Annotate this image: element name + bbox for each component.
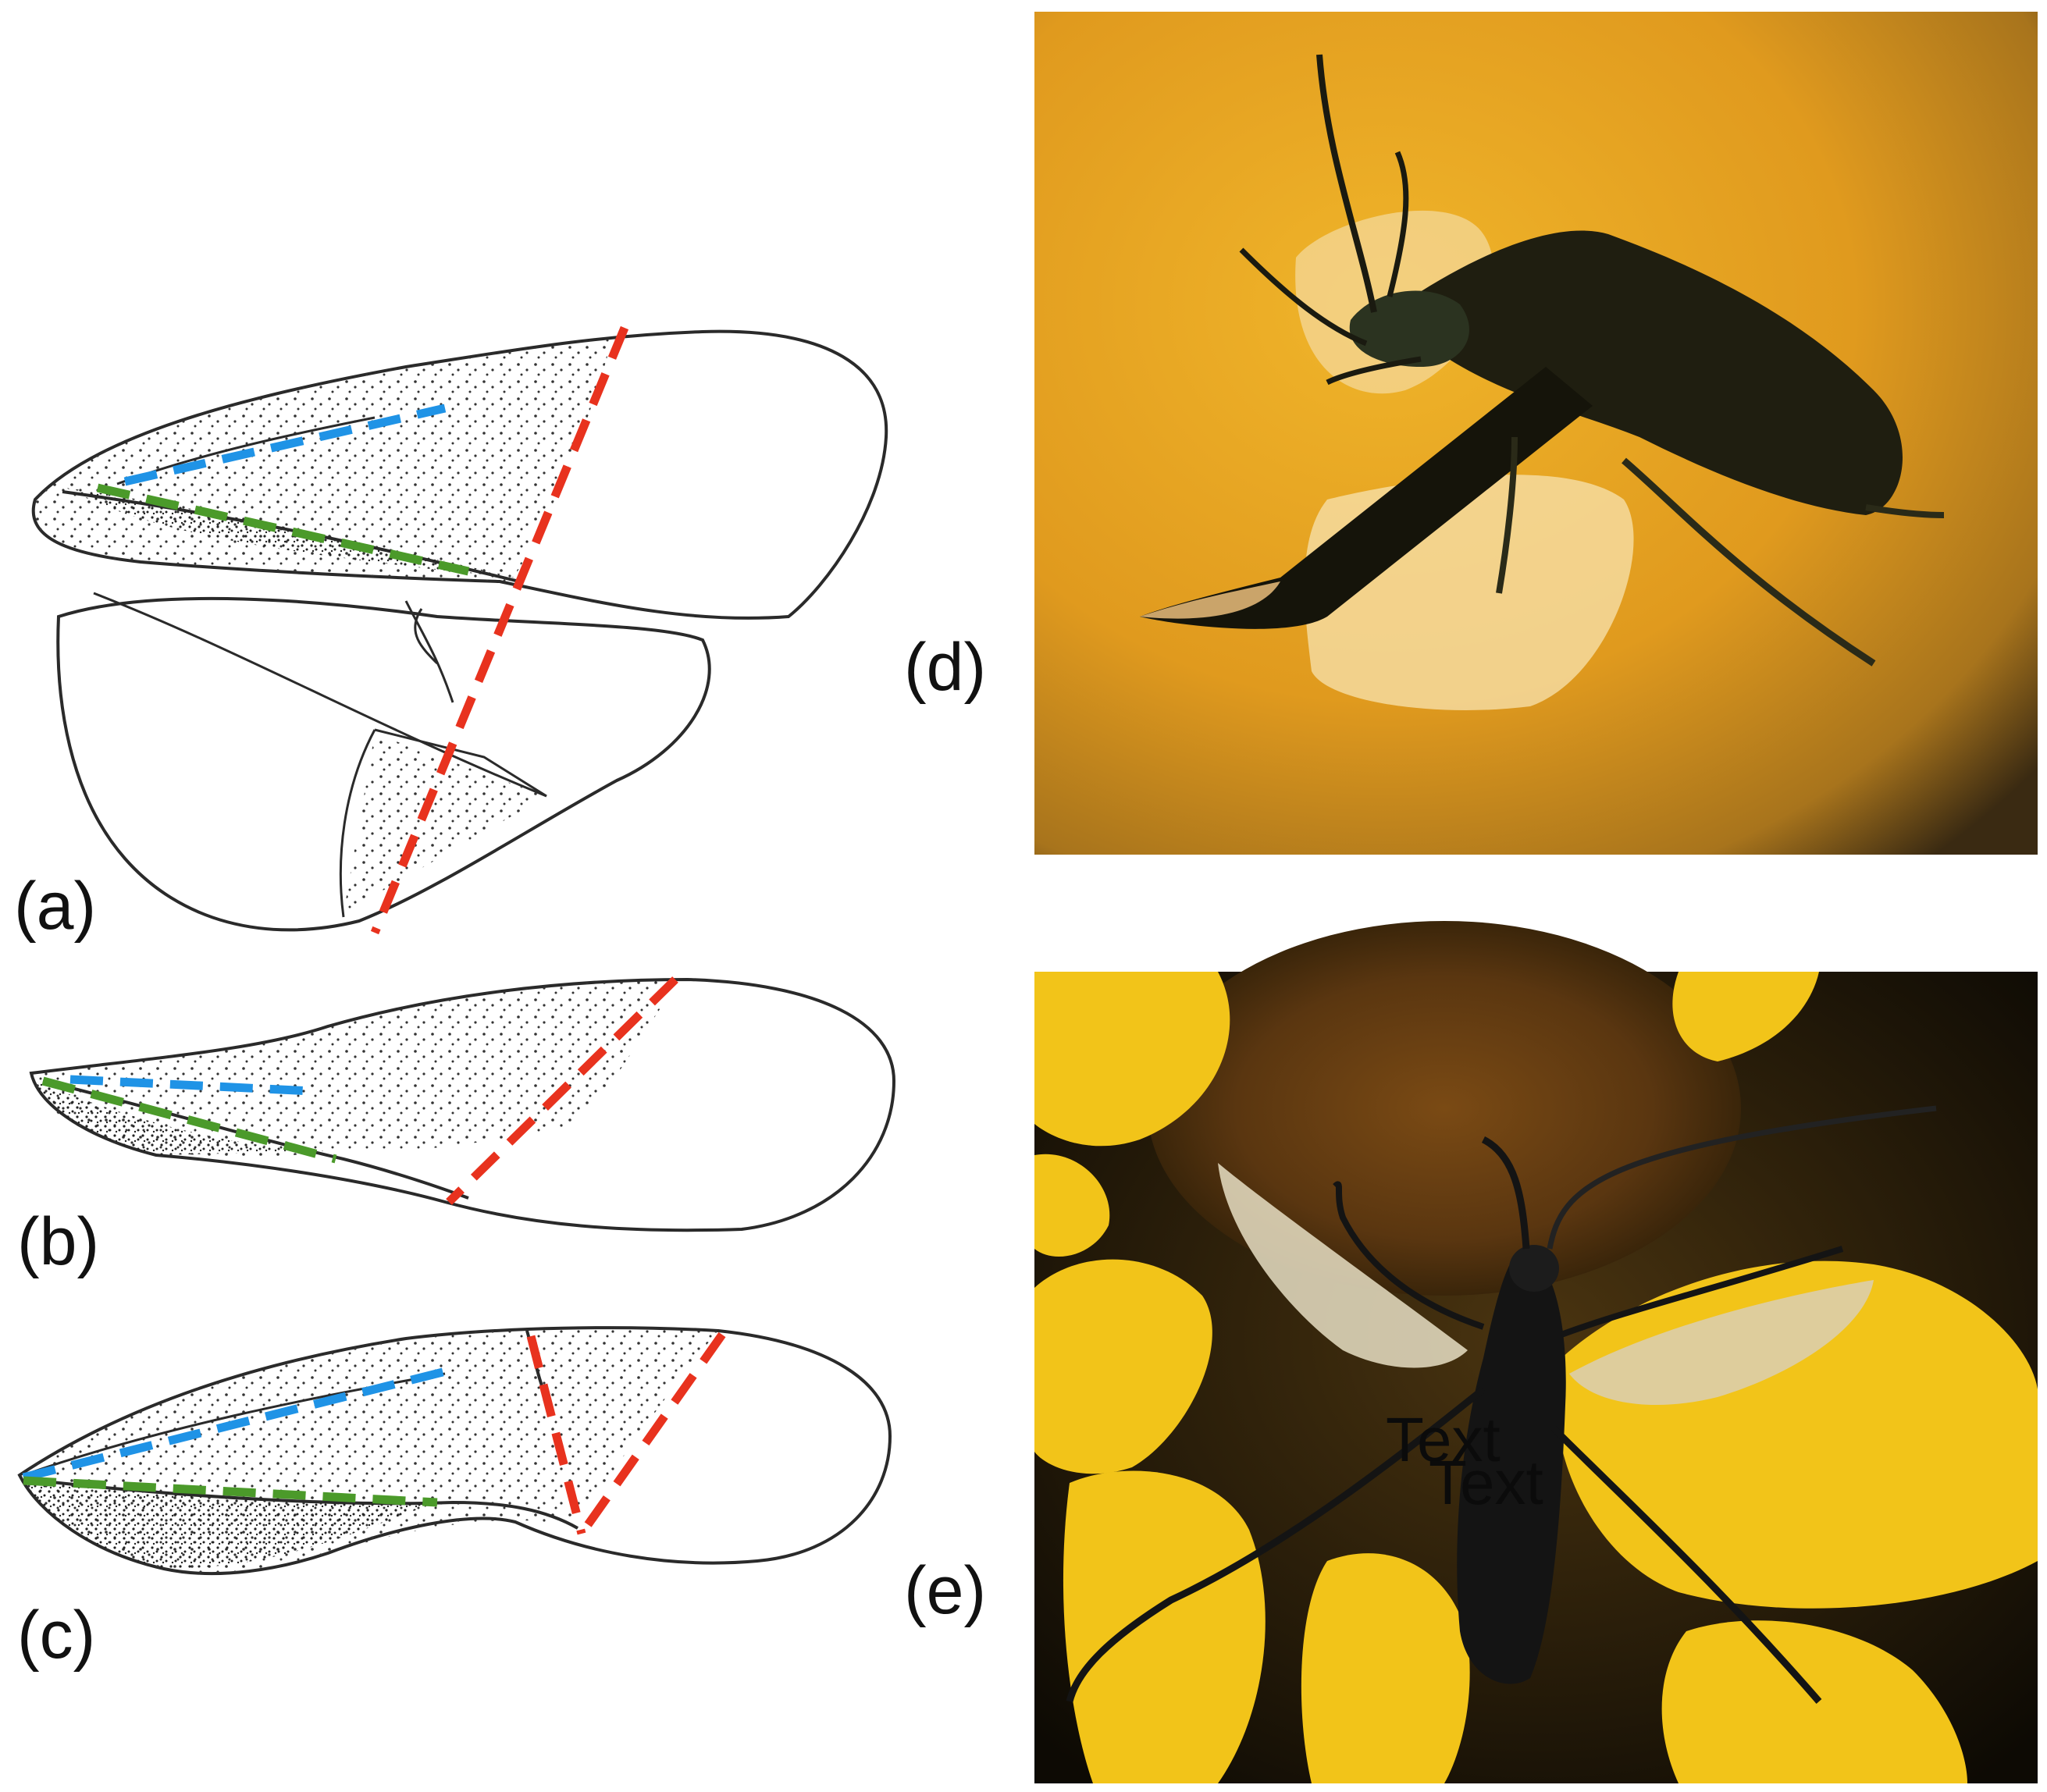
panel-label-b: (b)	[17, 1204, 100, 1279]
axis-green-b	[41, 1076, 337, 1164]
axis-blue-a	[123, 404, 447, 486]
flower-petals	[1034, 972, 2038, 1783]
axis-red-c1	[578, 1332, 726, 1537]
panel-label-a: (a)	[14, 869, 97, 944]
panel-label-d: (d)	[904, 630, 987, 705]
panel-label-e: (e)	[904, 1553, 987, 1628]
axis-green-c	[23, 1476, 438, 1507]
axis-red-b	[446, 976, 678, 1205]
axis-red-c2	[526, 1335, 586, 1535]
wing-drawing-c	[17, 1326, 892, 1576]
axis-green-a	[96, 483, 470, 576]
axis-blue-b	[69, 1075, 313, 1096]
overlay-text-2: Text	[1429, 1448, 1543, 1517]
photo-e	[1034, 921, 2038, 1783]
panel-label-c: (c)	[17, 1598, 96, 1673]
overlay-text-1: Text	[1386, 1405, 1501, 1474]
wing-b-stipple	[31, 980, 679, 1157]
axis-blue-c	[22, 1366, 450, 1482]
wing-drawing-b	[29, 976, 896, 1232]
wing-drawing-a	[31, 325, 888, 935]
bug-on-flower-icon	[1066, 1105, 1937, 1704]
photo-d	[1034, 12, 2038, 855]
stink-bug-in-flight-icon	[1140, 54, 1945, 710]
axis-red-a	[370, 325, 629, 935]
